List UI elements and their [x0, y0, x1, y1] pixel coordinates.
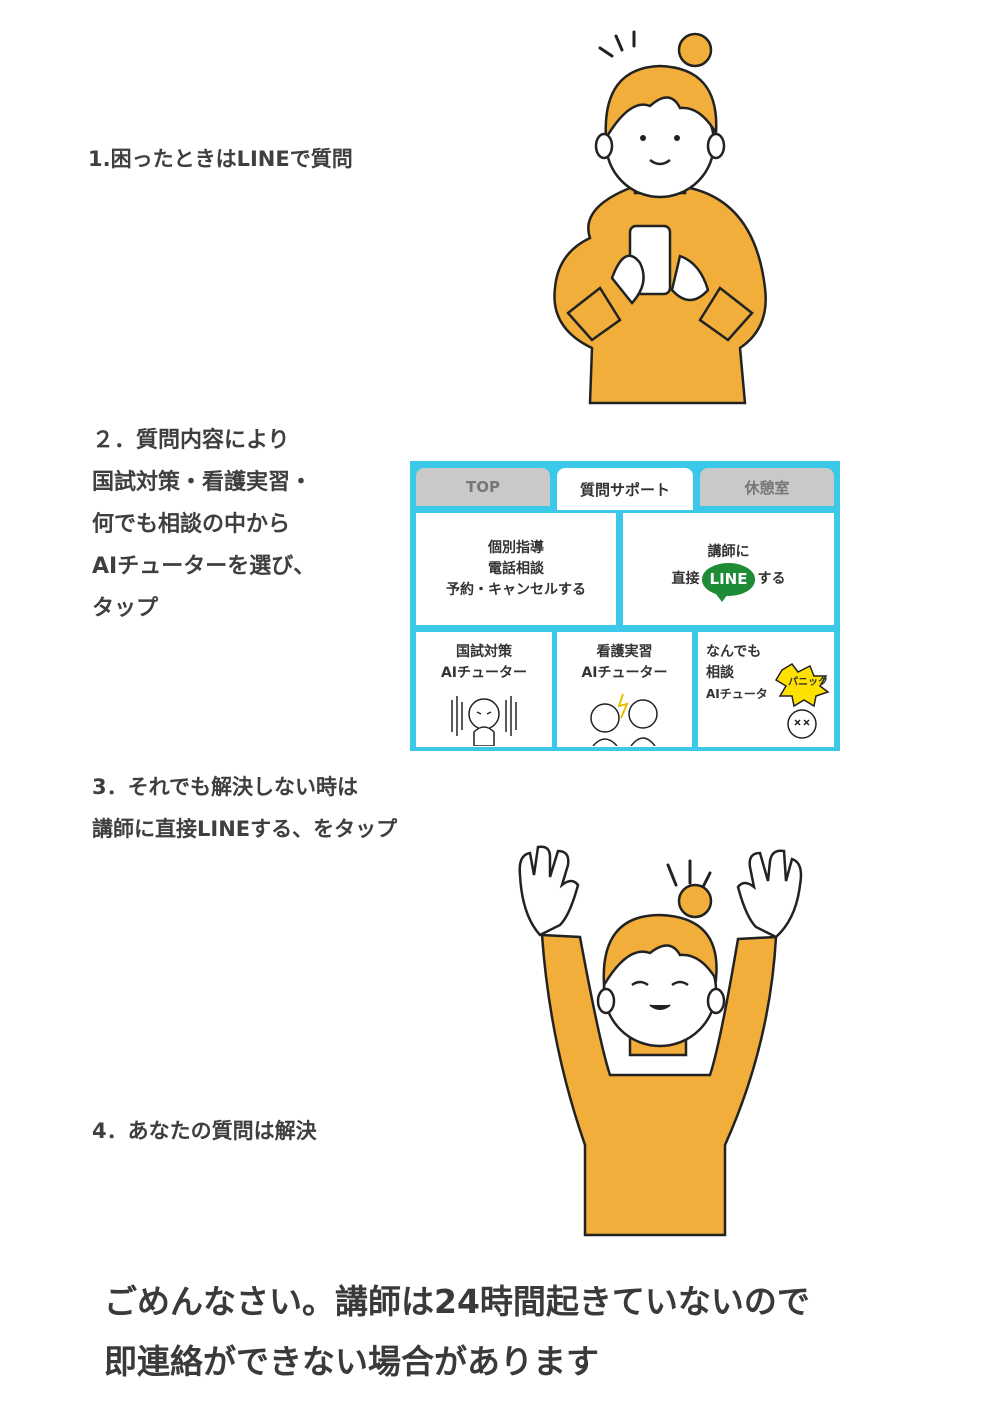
line-cell-suffix: する: [757, 571, 786, 587]
footer-line: ごめんなさい。講師は24時間起きていないので: [104, 1282, 810, 1321]
girl-with-phone-illustration: [553, 30, 767, 405]
footer-notice: ごめんなさい。講師は24時間起きていないので 即連絡ができない場合があります: [104, 1272, 810, 1392]
trembling-person-icon: [451, 696, 517, 746]
kokushi-ai-tutor-button[interactable]: 国試対策 AIチューター: [416, 632, 552, 747]
step-1-line: 1.困ったときはLINEで質問: [88, 147, 353, 171]
step-2-line: 国試対策・看護実習・: [92, 470, 313, 495]
arguing-people-icon: [589, 693, 658, 746]
nandemo-ai-tutor-button[interactable]: なんでも 相談 AIチュータ パニック: [698, 632, 834, 747]
step-2-line: 何でも相談の中から: [92, 512, 291, 537]
step-1-text: 1.困ったときはLINEで質問: [88, 138, 353, 180]
booking-button[interactable]: 個別指導 電話相談 予約・キャンセルする: [416, 513, 616, 625]
nandemo-label: 相談: [706, 665, 734, 681]
step-2-line: タップ: [92, 596, 159, 621]
nandemo-label: なんでも: [706, 644, 762, 660]
panic-person-icon: [774, 663, 830, 739]
line-badge: LINE: [701, 563, 756, 602]
kokushi-label: 国試対策: [456, 644, 512, 660]
footer-line: 即連絡ができない場合があります: [104, 1342, 599, 1381]
line-cell-prefix: 直接: [671, 571, 700, 587]
kango-label: AIチューター: [581, 665, 668, 681]
tab-top[interactable]: TOP: [416, 468, 550, 506]
step-4-line: 4．あなたの質問は解決: [92, 1119, 317, 1143]
booking-label: 個別指導: [488, 539, 544, 556]
tab-lounge[interactable]: 休憩室: [700, 468, 834, 506]
kokushi-label: AIチューター: [440, 665, 528, 681]
line-cell-row: 直接 LINE する: [671, 563, 786, 602]
step-4-text: 4．あなたの質問は解決: [92, 1110, 317, 1152]
tab-question-support[interactable]: 質問サポート: [557, 468, 693, 510]
kango-label: 看護実習: [596, 644, 653, 660]
step-2-text: ２．質問内容により 国試対策・看護実習・ 何でも相談の中から AIチューターを選…: [92, 420, 315, 630]
step-3-text: 3．それでも解決しない時は 講師に直接LINEする、をタップ: [92, 766, 397, 850]
booking-label: 予約・キャンセルする: [446, 581, 586, 598]
step-3-line: 3．それでも解決しない時は: [92, 775, 358, 799]
question-support-menu: TOP 質問サポート 休憩室 個別指導 電話相談 予約・キャンセルする 講師に …: [410, 461, 840, 751]
step-3-line: 講師に直接LINEする、をタップ: [92, 817, 398, 841]
girl-cheering-illustration: [518, 845, 803, 1237]
panic-label: パニック: [788, 677, 828, 688]
step-2-line: ２．質問内容により: [92, 428, 290, 453]
line-instructor-button[interactable]: 講師に 直接 LINE する: [623, 513, 834, 625]
nandemo-label: AIチュータ: [706, 687, 768, 701]
line-cell-top-label: 講師に: [707, 544, 750, 560]
booking-label: 電話相談: [488, 560, 544, 577]
kango-ai-tutor-button[interactable]: 看護実習 AIチューター: [557, 632, 692, 747]
step-2-line: AIチューターを選び、: [92, 554, 316, 579]
